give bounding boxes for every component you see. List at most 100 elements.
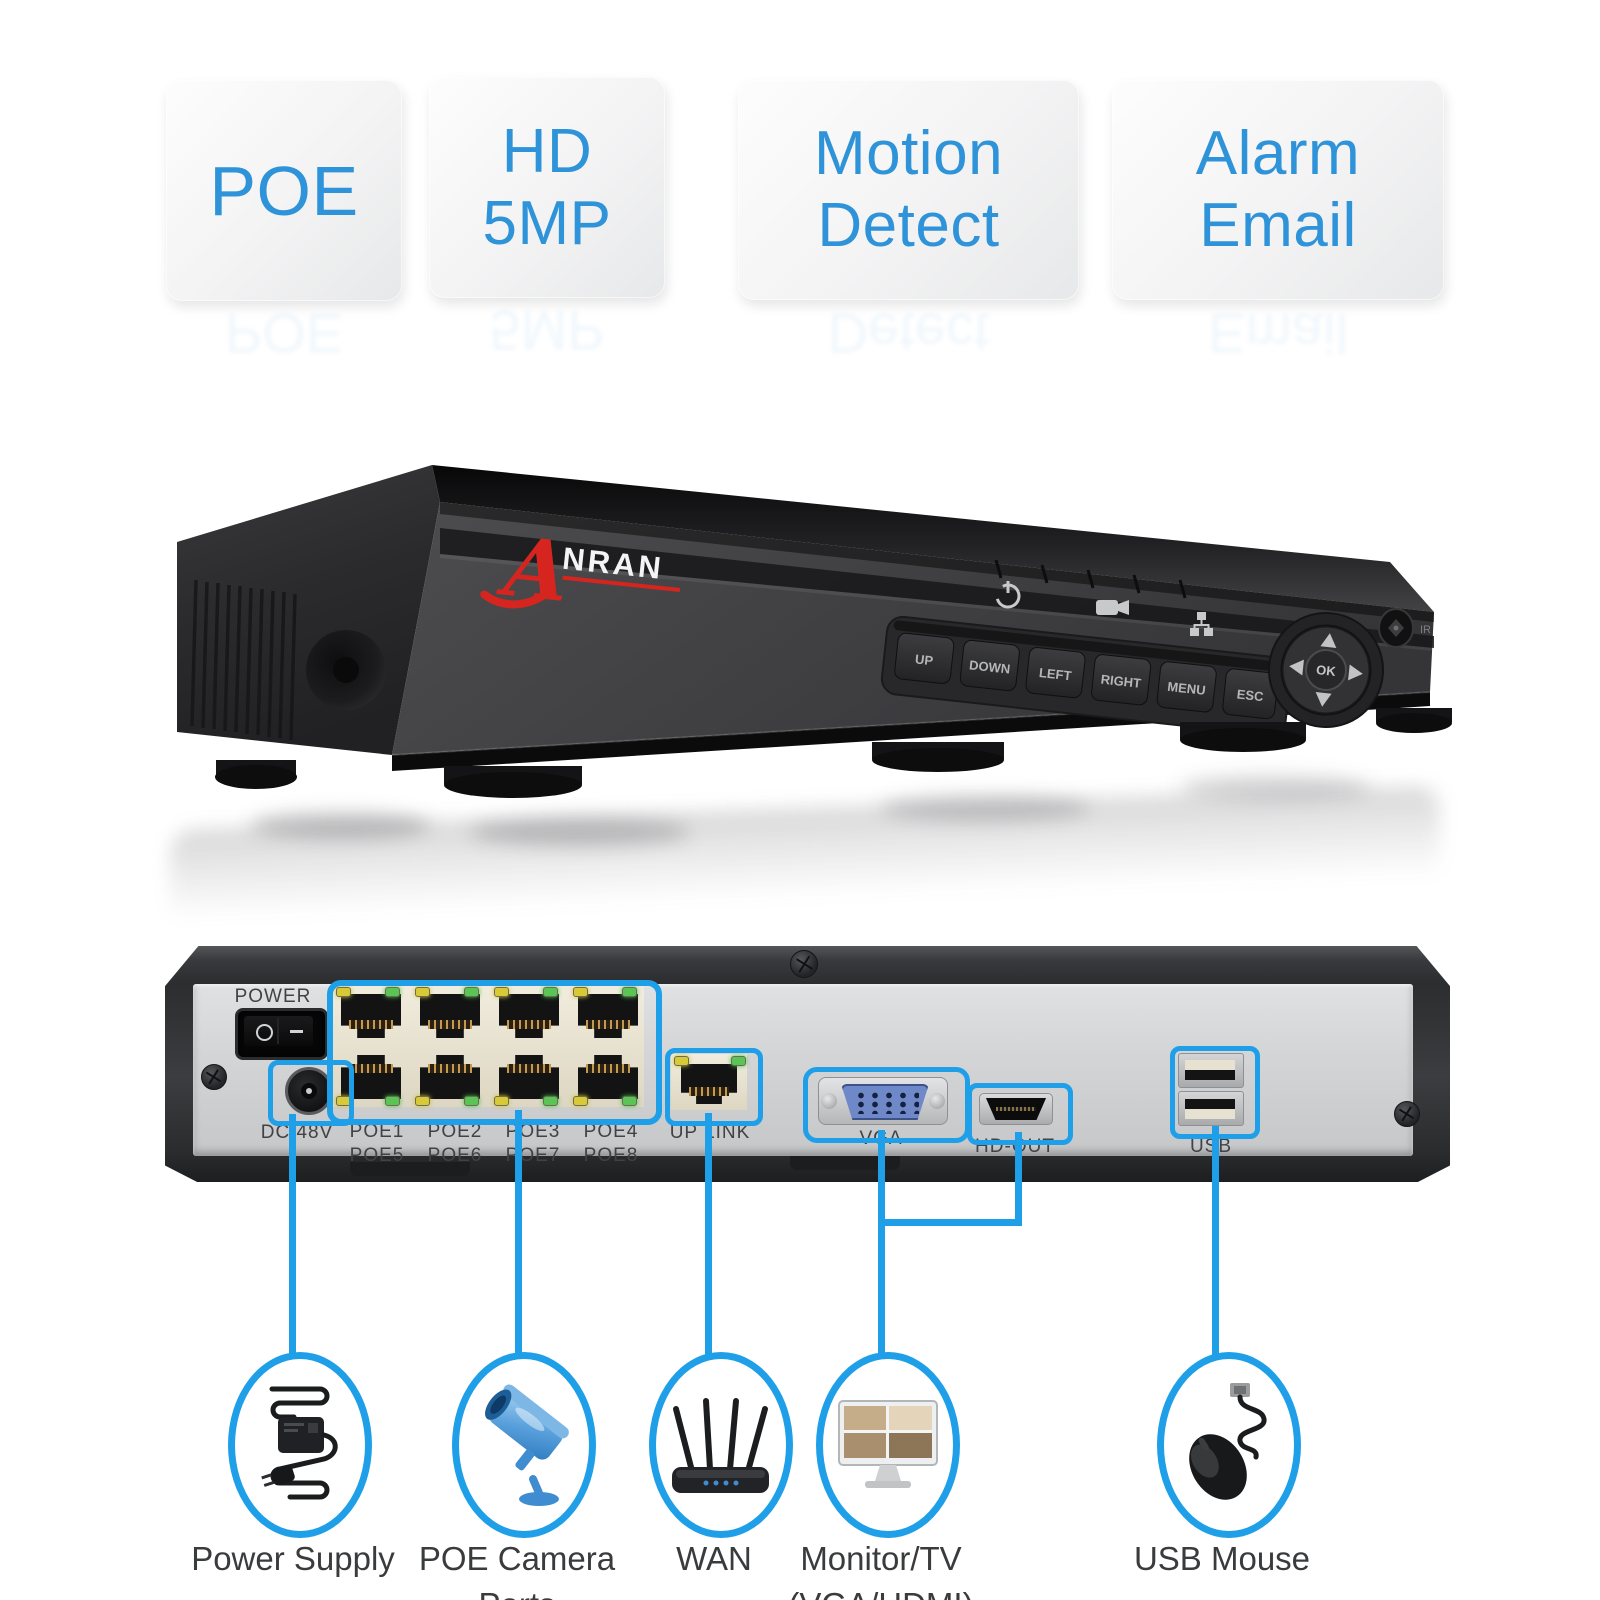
nav-pad: OK [1268, 612, 1384, 728]
callout-label-poe-camera: POE Camera Ports [387, 1536, 647, 1600]
nvr-front-view: A NRAN [177, 465, 1452, 798]
poe-column-label: POE2 POE6 [415, 1120, 495, 1168]
nav-ok-label: OK [1315, 662, 1337, 679]
button-down: DOWN [959, 639, 1020, 692]
poe4-label: POE4 [583, 1121, 639, 1142]
badge-alarm-email: Alarm Email Email [1112, 80, 1444, 365]
front-button-tray: UP DOWN LEFT RIGHT MENU ESC [880, 615, 1292, 737]
nav-right-arrow-icon [1348, 664, 1363, 681]
monitor-icon [838, 1400, 938, 1488]
badge-hd-5mp: HD 5MP 5MP [429, 77, 665, 362]
callout-label-usb-mouse: USB Mouse [1092, 1536, 1352, 1582]
switch-off-mark [256, 1024, 273, 1041]
label-line: Power Supply [191, 1540, 395, 1577]
callout-line-uplink [705, 1113, 712, 1358]
usb-label: USB [1189, 1136, 1233, 1157]
badge-motion-reflection: Detect [827, 302, 990, 365]
uplink-callout-box [665, 1048, 763, 1126]
record-camera-icon [1096, 600, 1129, 615]
poe2-label: POE2 [427, 1121, 483, 1142]
logo-underline [562, 575, 681, 592]
power-adapter-icon [261, 1386, 338, 1500]
front-groove-highlight [440, 554, 1434, 651]
button-up-label: UP [914, 651, 934, 668]
vga-screw-post [821, 1093, 837, 1109]
label-line: POE Camera [418, 1540, 616, 1577]
dc-jack-callout-box [268, 1060, 354, 1126]
label-line: (VGA/HDMI) [751, 1582, 1011, 1600]
nav-down-arrow-icon [1315, 692, 1332, 707]
poe-column-label: POE1 POE5 [337, 1120, 417, 1168]
vga-callout-box [803, 1067, 970, 1143]
usb-port-top [1178, 1053, 1244, 1088]
callout-line-vga [878, 1130, 885, 1358]
usb-callout-box [1170, 1046, 1260, 1139]
badge-alarm-line1: Alarm [1195, 119, 1361, 188]
button-esc-label: ESC [1236, 686, 1265, 704]
poe-column-label: POE3 POE7 [493, 1120, 573, 1168]
badge-motion-line2: Detect [817, 191, 1000, 260]
callout-label-monitor: Monitor/TV (VGA/HDMI) [751, 1536, 1011, 1600]
usb-mouse-circle [1157, 1352, 1301, 1538]
badge-hd-line2: 5MP [482, 188, 612, 258]
hdmi-slot [985, 1098, 1047, 1120]
rocker-divider [277, 1018, 279, 1044]
vent-slots [190, 579, 297, 741]
hdmi-callout-box [967, 1083, 1073, 1145]
poe-ports-callout-box [327, 980, 662, 1125]
button-left-label: LEFT [1038, 665, 1072, 683]
callout-line-usb [1212, 1126, 1219, 1358]
badge-alarm-line2: Email [1199, 191, 1357, 260]
callout-line-hdmi-horizontal [878, 1219, 1022, 1226]
front-top-shadow-line [440, 502, 1434, 622]
screw-icon [790, 950, 818, 978]
label-line: WAN [676, 1540, 752, 1577]
button-esc: ESC [1222, 668, 1279, 720]
nav-up-arrow-icon [1320, 633, 1337, 648]
poe6-label: POE6 [427, 1145, 483, 1166]
button-down-label: DOWN [968, 657, 1011, 676]
button-up: UP [894, 632, 955, 684]
logo-swoosh [480, 589, 551, 609]
screw-icon [1394, 1101, 1420, 1127]
vga-pin-holes [851, 1090, 919, 1114]
uplink-port-block [671, 1054, 747, 1110]
device-top-face [432, 465, 1434, 612]
button-right-label: RIGHT [1100, 672, 1142, 691]
label-line: USB Mouse [1133, 1540, 1311, 1577]
device-feet [215, 708, 1452, 798]
callout-label-power-supply: Power Supply [163, 1536, 423, 1582]
ir-label: IR [1420, 624, 1431, 636]
badge-poe: POE POE [166, 80, 402, 365]
button-left: LEFT [1025, 647, 1086, 699]
badge-motion-line1: Motion [813, 119, 1004, 188]
network-icon [1190, 612, 1213, 636]
screw-icon [201, 1064, 227, 1090]
label-line: Ports [387, 1582, 647, 1600]
usb-port-bottom [1178, 1091, 1244, 1126]
badge-hd-reflection: 5MP [489, 299, 605, 362]
front-groove [440, 528, 1434, 648]
hdmi-pins [996, 1107, 1036, 1111]
badge-poe-text: POE [209, 151, 359, 230]
poe5-label: POE5 [349, 1145, 405, 1166]
power-supply-circle [228, 1352, 372, 1538]
wan-circle [649, 1352, 793, 1538]
callout-label-wan: WAN [584, 1536, 844, 1582]
poe8-label: POE8 [583, 1145, 639, 1166]
usb-mouse-icon [1189, 1383, 1267, 1500]
chassis-bottom-tab [790, 1156, 900, 1170]
poe-camera-circle [452, 1352, 596, 1538]
dc-label: DC 48V [260, 1122, 334, 1143]
monitor-circle [816, 1352, 960, 1538]
badge-alarm-reflection: Email [1207, 302, 1349, 365]
chassis-bottom-tab [350, 1162, 470, 1176]
wifi-router-icon [672, 1398, 769, 1493]
power-switch [235, 1008, 328, 1060]
nav-left-arrow-icon [1289, 659, 1304, 676]
badge-poe-reflection: POE [224, 302, 344, 365]
poe1-label: POE1 [349, 1121, 405, 1142]
button-menu-label: MENU [1167, 679, 1207, 698]
badge-motion-detect: Motion Detect Detect [738, 80, 1079, 365]
button-right: RIGHT [1091, 654, 1152, 706]
